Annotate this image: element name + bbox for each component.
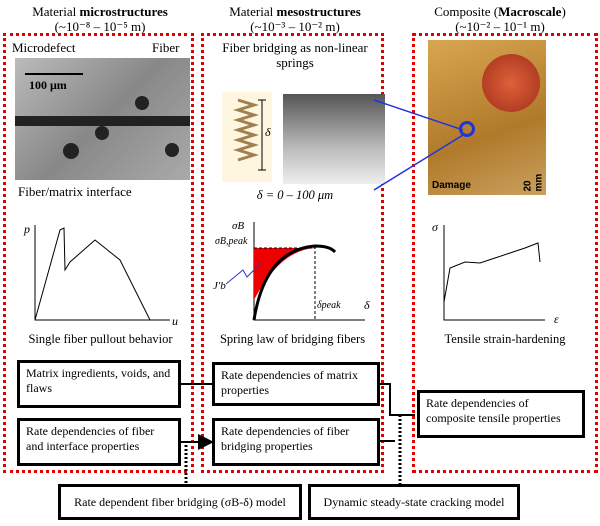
panel-meso bbox=[201, 33, 384, 473]
microdefect-label: Microdefect bbox=[12, 40, 76, 55]
tensile-chart bbox=[443, 225, 545, 321]
sigma-b-label: σB bbox=[232, 220, 245, 232]
delta-axis-label: δ bbox=[364, 298, 370, 312]
scale-bar-label: 100 μm bbox=[29, 78, 67, 92]
meso-caption: Spring law of bridging fibers bbox=[219, 332, 366, 346]
header-micro: Material microstructures(~10⁻⁸ – 10⁻⁵ m) bbox=[32, 4, 168, 34]
scale-bar bbox=[25, 73, 83, 75]
macro-caption: Tensile strain-hardening bbox=[444, 332, 566, 346]
shaded-area bbox=[254, 248, 315, 300]
meso-title: Fiber bridging as non-linear springs bbox=[222, 40, 368, 70]
matrix-rate-box: Rate dependencies of matrix properties bbox=[212, 362, 380, 406]
microstructure-photo: 100 μm bbox=[15, 58, 190, 180]
pullout-curve bbox=[34, 227, 151, 321]
fiber-interface-box: Rate dependencies of fiber and interface… bbox=[17, 418, 181, 466]
delta-dimension bbox=[258, 99, 266, 171]
micro-caption: Single fiber pullout behavior bbox=[28, 332, 173, 346]
header-macro: Composite (Macroscale)(~10⁻² – 10⁻¹ m) bbox=[434, 4, 566, 34]
delta-range: δ = 0 – 100 μm bbox=[256, 188, 334, 202]
bridging-curve bbox=[252, 244, 337, 321]
bridging-rate-box: Rate dependencies of fiber bridging prop… bbox=[212, 418, 380, 466]
damage-label: Damage bbox=[432, 180, 471, 191]
composite-photo: Damage 20 mm bbox=[428, 40, 546, 195]
composite-rate-box: Rate dependencies of composite tensile p… bbox=[417, 390, 585, 438]
link-lines bbox=[373, 99, 464, 191]
p-axis-label: p bbox=[24, 222, 30, 236]
spring-law-chart bbox=[225, 222, 365, 321]
panel-micro bbox=[3, 33, 194, 473]
pullout-chart bbox=[34, 225, 170, 321]
sigma-peak-label: σB,peak bbox=[215, 236, 248, 247]
sigma-axis-label: σ bbox=[432, 220, 438, 234]
bridging-model-box: Rate dependent fiber bridging (σB-δ) mod… bbox=[58, 484, 302, 520]
delta-label: δ bbox=[265, 125, 271, 139]
matrix-ingredients-box: Matrix ingredients, voids, and flaws bbox=[17, 360, 181, 408]
cracking-model-box: Dynamic steady-state cracking model bbox=[308, 484, 520, 520]
u-axis-label: u bbox=[172, 314, 178, 328]
header-meso: Material mesostructures(~10⁻³ – 10⁻² m) bbox=[229, 4, 361, 34]
panel-macro bbox=[412, 33, 598, 473]
fiber-strand bbox=[15, 116, 190, 126]
epsilon-axis-label: ε bbox=[554, 312, 559, 326]
bridging-photo bbox=[283, 94, 385, 184]
slope-label: J'b bbox=[213, 280, 226, 292]
tensile-curve bbox=[443, 242, 541, 303]
delta-peak-label: δpeak bbox=[317, 300, 341, 311]
fiber-label: Fiber bbox=[152, 40, 180, 55]
penny bbox=[482, 54, 540, 112]
spring-coil bbox=[232, 98, 260, 162]
slope-pointer bbox=[225, 261, 263, 285]
interface-label: Fiber/matrix interface bbox=[18, 184, 132, 199]
